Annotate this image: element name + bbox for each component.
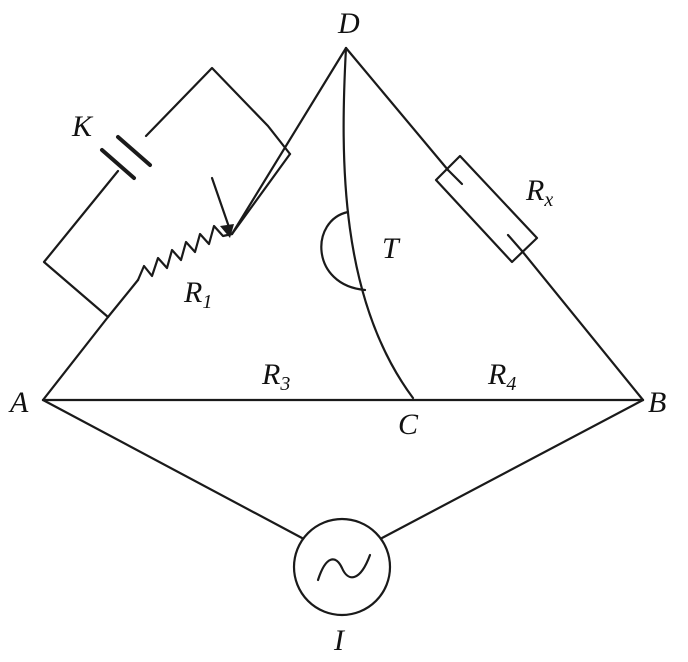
component-label-r1: R1 — [183, 276, 212, 313]
component-label-rx: Rx — [525, 174, 553, 211]
resistor-rx-body — [434, 154, 539, 264]
wire-r1-left-lead — [106, 278, 140, 319]
wire-capacitor-return — [230, 152, 292, 236]
wire-r1-right-lead — [230, 46, 348, 236]
label-t: T — [382, 232, 401, 265]
component-label-r4: R4 — [487, 358, 516, 395]
node-label-b: B — [648, 386, 666, 419]
wire-b-to-source — [380, 398, 645, 540]
rheostat-slider — [210, 176, 232, 232]
wire-a-to-source — [41, 398, 304, 540]
component-label-r3: R3 — [261, 358, 290, 395]
rheostat-arrow-head — [220, 224, 234, 238]
wire-a-to-r1 — [41, 315, 110, 402]
wire-rx-to-b — [520, 249, 645, 402]
rheostat-zigzag — [136, 224, 234, 282]
angle-arc-mark — [320, 210, 367, 292]
node-label-d: D — [337, 7, 360, 40]
component-label-k: K — [71, 110, 94, 143]
capacitor-branch — [42, 66, 292, 319]
ac-source-icon — [292, 517, 392, 617]
capacitor-icon — [100, 135, 152, 180]
wire-capacitor-loop — [42, 169, 120, 319]
node-label-c: C — [398, 408, 419, 441]
wire-d-to-c-arc — [342, 46, 415, 400]
wire-d-to-rx — [344, 46, 450, 172]
wire-capacitor-loop-right — [144, 66, 292, 156]
variable-resistor-icon — [136, 176, 234, 282]
resistor-icon — [434, 154, 539, 264]
node-label-a: A — [8, 386, 29, 419]
source-label-i: I — [333, 624, 346, 657]
